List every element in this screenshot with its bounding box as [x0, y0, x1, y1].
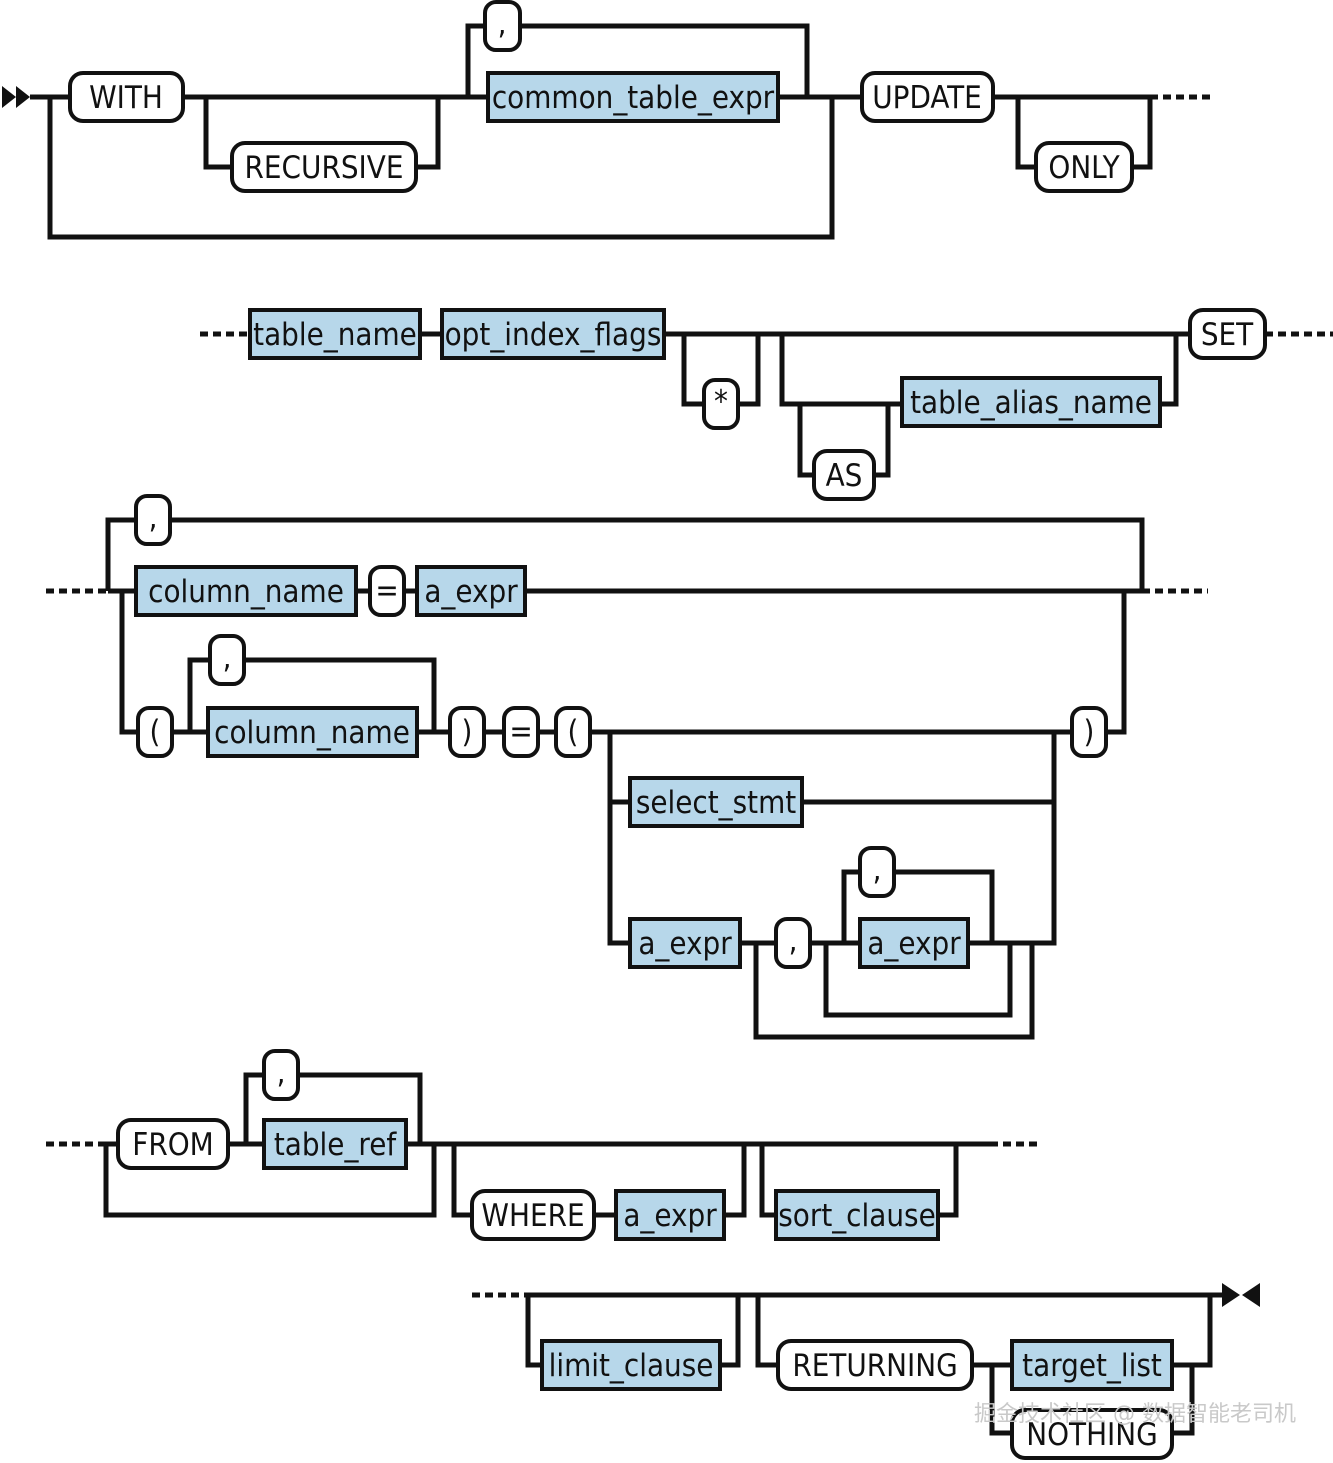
- column-name-2: column_name: [214, 715, 410, 751]
- nothing-keyword: NOTHING: [1026, 1417, 1158, 1453]
- nothing-keyword-box: [1010, 1408, 1174, 1460]
- a-expr-3-box: [858, 917, 970, 969]
- start-icon: [2, 86, 30, 108]
- a-expr-3: a_expr: [867, 926, 961, 962]
- returning-keyword: RETURNING: [792, 1348, 957, 1384]
- star-box: [702, 378, 740, 430]
- only-keyword: ONLY: [1048, 150, 1120, 186]
- as-keyword-box: [812, 449, 876, 501]
- eq-1: =: [375, 573, 398, 609]
- common-table-expr-box: [486, 71, 780, 123]
- returning-keyword-box: [776, 1339, 974, 1391]
- comma-sep: ,: [789, 923, 798, 959]
- comma-set-box: [134, 494, 172, 546]
- eq-2: =: [509, 714, 532, 750]
- row-5-limit-returning: [472, 1283, 1260, 1436]
- lparen-1: (: [150, 714, 161, 750]
- a-expr-2: a_expr: [638, 926, 732, 962]
- select-stmt: select_stmt: [636, 785, 796, 821]
- rparen-1-box: [448, 706, 486, 758]
- star-token: *: [714, 384, 728, 420]
- comma-sep-box: [774, 917, 812, 969]
- table-alias-name: table_alias_name: [910, 385, 1152, 421]
- eq-1-box: [368, 565, 406, 617]
- select-stmt-box: [628, 776, 804, 828]
- column-name-1: column_name: [148, 574, 344, 610]
- comma-expr: ,: [873, 852, 882, 888]
- end-icon: [1222, 1283, 1260, 1307]
- set-keyword: SET: [1201, 317, 1254, 353]
- lparen-2: (: [568, 714, 579, 750]
- column-name-2-box: [206, 706, 419, 758]
- row-2-table-set: [200, 331, 1333, 478]
- where-keyword: WHERE: [481, 1198, 584, 1234]
- sort-clause: sort_clause: [778, 1198, 935, 1234]
- set-keyword-box: [1188, 308, 1267, 360]
- watermark: 掘金技术社区 @ 数据智能老司机: [974, 1402, 1296, 1427]
- table-ref: table_ref: [274, 1127, 398, 1163]
- eq-2-box: [502, 706, 540, 758]
- comma-expr-box: [858, 846, 896, 898]
- lparen-1-box: [136, 706, 174, 758]
- lparen-2-box: [554, 706, 592, 758]
- a-expr-1: a_expr: [424, 574, 518, 610]
- comma-ref-box: [262, 1049, 300, 1101]
- comma-col: ,: [223, 640, 232, 676]
- a-expr-1-box: [415, 565, 527, 617]
- as-keyword: AS: [826, 458, 863, 494]
- rparen-1: ): [462, 714, 473, 750]
- limit-clause: limit_clause: [549, 1348, 714, 1384]
- sort-clause-box: [774, 1189, 940, 1241]
- table-name: table_name: [253, 317, 417, 353]
- where-keyword-box: [470, 1189, 596, 1241]
- comma-ref: ,: [277, 1055, 286, 1091]
- only-keyword-box: [1034, 141, 1134, 193]
- opt-index-flags: opt_index_flags: [445, 317, 662, 353]
- target-list-box: [1010, 1339, 1174, 1391]
- rparen-2: ): [1084, 714, 1095, 750]
- with-keyword: WITH: [89, 80, 163, 116]
- comma-cte: ,: [498, 6, 507, 42]
- recursive-keyword: RECURSIVE: [245, 150, 404, 186]
- comma-cte-box: [483, 0, 522, 52]
- table-alias-name-box: [900, 376, 1162, 428]
- row-4-from-where: [46, 1072, 1040, 1218]
- a-expr-4-box: [614, 1189, 726, 1241]
- row-3-assignments: [46, 517, 1208, 1040]
- table-name-box: [248, 308, 422, 360]
- target-list: target_list: [1022, 1348, 1162, 1384]
- opt-index-flags-box: [440, 308, 666, 360]
- with-keyword-box: [68, 71, 185, 123]
- comma-col-box: [208, 634, 246, 686]
- from-keyword: FROM: [132, 1127, 213, 1163]
- update-keyword-box: [860, 71, 995, 123]
- column-name-1-box: [134, 565, 358, 617]
- recursive-keyword-box: [230, 141, 418, 193]
- rparen-2-box: [1070, 706, 1108, 758]
- table-ref-box: [262, 1118, 408, 1170]
- comma-set: ,: [149, 500, 158, 536]
- common-table-expr: common_table_expr: [492, 80, 775, 116]
- from-keyword-box: [116, 1118, 230, 1170]
- a-expr-4: a_expr: [623, 1198, 717, 1234]
- row-1-with-update: [2, 23, 1215, 240]
- update-keyword: UPDATE: [872, 80, 981, 116]
- a-expr-2-box: [628, 917, 742, 969]
- limit-clause-box: [540, 1339, 722, 1391]
